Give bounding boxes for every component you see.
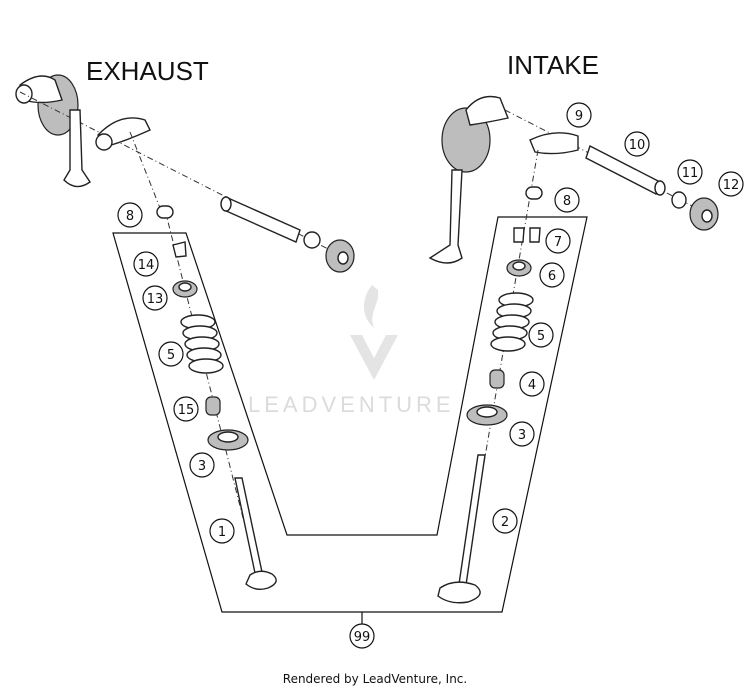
callout-13: 13 (142, 285, 168, 311)
callout-8-exhaust: 8 (117, 202, 143, 228)
svg-text:5: 5 (537, 329, 545, 344)
watermark-text: LEADVENTURE (248, 392, 455, 417)
svg-text:8: 8 (563, 194, 571, 209)
svg-text:14: 14 (138, 258, 155, 273)
svg-text:99: 99 (354, 630, 371, 645)
svg-text:1: 1 (218, 525, 226, 540)
callout-3-intake: 3 (509, 421, 535, 447)
callout-6: 6 (539, 262, 565, 288)
kit-outline-frame (112, 216, 588, 613)
watermark-logo: LEADVENTURE (248, 285, 455, 417)
callout-1: 1 (209, 518, 235, 544)
callout-9: 9 (566, 102, 592, 128)
intake-heading: INTAKE (507, 50, 599, 80)
callout-7: 7 (545, 228, 571, 254)
intake-rocker-assembly (428, 95, 719, 264)
callout-5-intake: 5 (528, 322, 554, 348)
svg-text:13: 13 (147, 292, 164, 307)
render-credit: Rendered by LeadVenture, Inc. (282, 672, 468, 686)
svg-text:2: 2 (501, 515, 509, 530)
svg-text:10: 10 (629, 138, 646, 153)
callout-15: 15 (173, 396, 199, 422)
svg-text:12: 12 (723, 178, 740, 193)
exhaust-rocker-assembly (15, 74, 355, 273)
callout-12: 12 (718, 171, 744, 197)
svg-text:8: 8 (126, 209, 134, 224)
svg-text:15: 15 (178, 403, 195, 418)
callout-4: 4 (519, 371, 545, 397)
svg-text:3: 3 (518, 428, 526, 443)
exhaust-heading: EXHAUST (86, 56, 209, 86)
svg-text:7: 7 (554, 235, 562, 250)
svg-text:3: 3 (198, 459, 206, 474)
callout-2: 2 (492, 508, 518, 534)
callout-11: 11 (677, 159, 703, 185)
svg-text:6: 6 (548, 269, 556, 284)
svg-text:9: 9 (575, 109, 583, 124)
exhaust-valve-parts (156, 205, 277, 591)
callout-8-intake: 8 (554, 187, 580, 213)
callout-99: 99 (349, 623, 375, 649)
intake-valve-parts (437, 149, 543, 604)
callout-14: 14 (133, 251, 159, 277)
callout-10: 10 (624, 131, 650, 157)
svg-text:4: 4 (528, 378, 536, 393)
callout-5-exhaust: 5 (158, 341, 184, 367)
svg-text:11: 11 (682, 166, 699, 181)
callout-3-exhaust: 3 (189, 452, 215, 478)
svg-text:5: 5 (167, 348, 175, 363)
